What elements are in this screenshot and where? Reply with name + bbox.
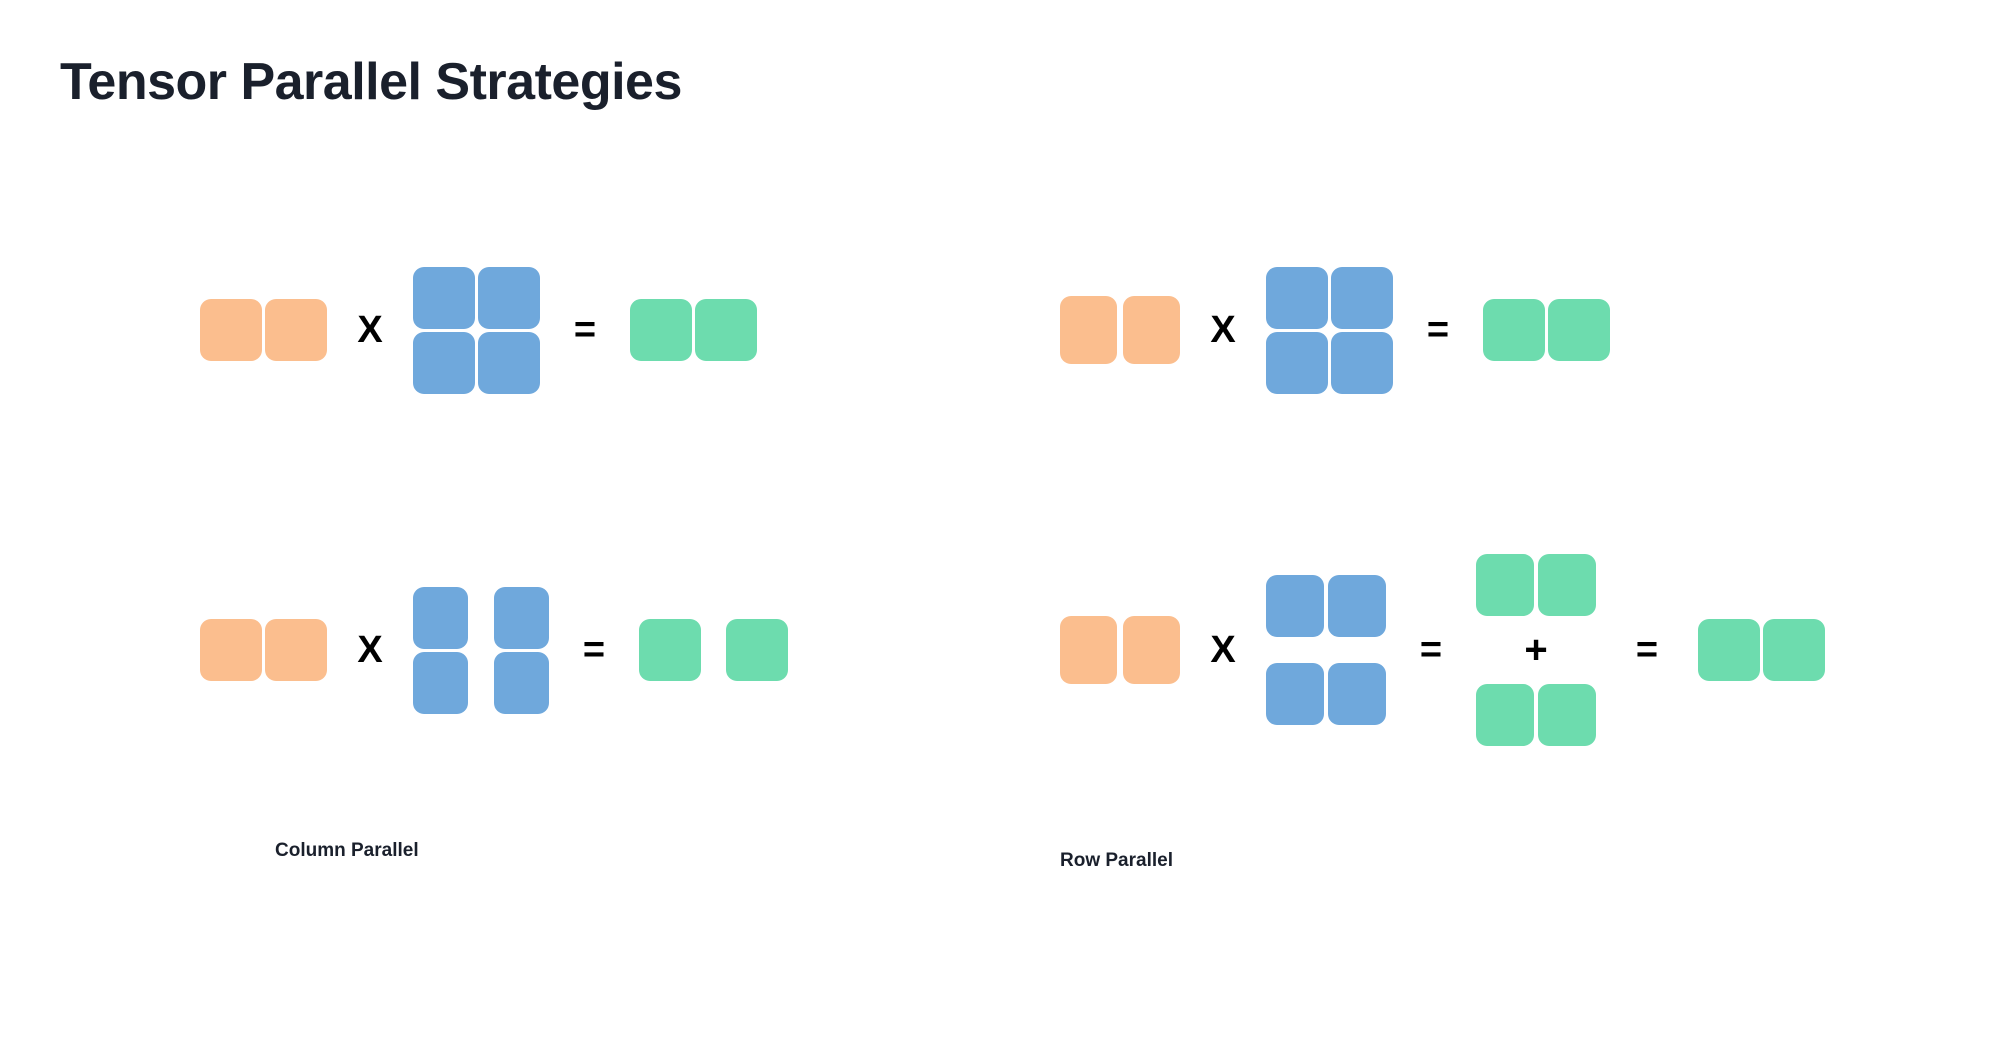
matrix-row <box>1483 299 1610 361</box>
matrix-row <box>1698 619 1825 681</box>
matrix-cell-orange <box>1123 616 1180 684</box>
matrix-row <box>1476 554 1596 616</box>
matrix-output-activations <box>630 299 757 361</box>
matrix-cell-green <box>1763 619 1825 681</box>
operator-equals: = <box>1635 629 1659 671</box>
matrix-cell-orange <box>1060 616 1117 684</box>
operator-equals: = <box>1426 309 1450 351</box>
matrix-output-activations <box>1483 299 1610 361</box>
matrix-row <box>1266 663 1386 725</box>
operator-plus: + <box>1524 628 1548 672</box>
matrix-row <box>639 619 788 681</box>
matrix-cell-blue <box>1328 663 1386 725</box>
matrix-row <box>413 331 540 394</box>
matrix-cell-blue <box>413 651 468 714</box>
matrix-cell-orange <box>265 299 327 361</box>
matrix-cell-blue <box>413 586 468 649</box>
matrix-cell-blue <box>1331 331 1393 394</box>
equation-row-parallel-sharded: X = + <box>1060 554 1825 746</box>
matrix-row <box>413 266 540 329</box>
matrix-input-activations <box>200 619 327 681</box>
matrix-row <box>1060 616 1180 684</box>
matrix-cell-green <box>1476 554 1534 616</box>
matrix-cell-orange <box>1060 296 1117 364</box>
matrix-row <box>1476 684 1596 746</box>
matrix-cell-green <box>726 619 788 681</box>
matrix-cell-blue <box>478 266 540 329</box>
matrix-cell-blue <box>494 586 549 649</box>
matrix-row <box>1266 266 1393 329</box>
matrix-weight-matrix-row-split <box>1266 575 1386 725</box>
matrix-cell-blue <box>413 331 475 394</box>
matrix-cell-green <box>695 299 757 361</box>
matrix-row <box>1060 296 1180 364</box>
matrix-cell-green <box>630 299 692 361</box>
matrix-input-activations <box>1060 296 1180 364</box>
equation-row-parallel-reference: X = <box>1060 250 1610 410</box>
operator-multiply: X <box>357 309 383 351</box>
matrix-cell-blue <box>1266 663 1324 725</box>
matrix-row <box>200 619 327 681</box>
operator-multiply: X <box>1210 309 1236 351</box>
matrix-row <box>413 586 549 649</box>
caption-column-parallel: Column Parallel <box>275 840 419 861</box>
matrix-cell-orange <box>265 619 327 681</box>
matrix-partial-output <box>1476 554 1596 616</box>
equation-column-parallel-reference: X = <box>200 250 757 410</box>
matrix-cell-blue <box>1266 331 1328 394</box>
matrix-cell-green <box>1538 684 1596 746</box>
matrix-cell-blue <box>478 331 540 394</box>
matrix-input-activations-column-split <box>1060 616 1180 684</box>
matrix-row <box>1266 575 1386 637</box>
panel-column-parallel: X = X <box>120 170 940 930</box>
matrix-cell-green <box>1548 299 1610 361</box>
matrix-row <box>630 299 757 361</box>
operator-equals: = <box>1419 629 1443 671</box>
panel-row-parallel: X = X <box>1060 170 1960 930</box>
matrix-output-activations-column-split <box>639 619 788 681</box>
operator-multiply: X <box>1210 629 1236 671</box>
matrix-row <box>413 651 549 714</box>
matrix-cell-blue <box>1331 266 1393 329</box>
matrix-cell-green <box>639 619 701 681</box>
matrix-input-activations <box>200 299 327 361</box>
equation-column-parallel-sharded: X = <box>200 570 788 730</box>
matrix-partial-output <box>1476 684 1596 746</box>
matrix-cell-orange <box>200 299 262 361</box>
matrix-row <box>200 299 327 361</box>
matrix-cell-blue <box>1266 575 1324 637</box>
caption-row-parallel: Row Parallel <box>1060 850 1173 871</box>
matrix-row <box>1266 331 1393 394</box>
matrix-cell-green <box>1476 684 1534 746</box>
matrix-cell-green <box>1538 554 1596 616</box>
partial-sum-group: + <box>1476 554 1596 746</box>
matrix-cell-blue <box>494 651 549 714</box>
matrix-cell-blue <box>1328 575 1386 637</box>
matrix-cell-blue <box>1266 266 1328 329</box>
matrix-cell-blue <box>413 266 475 329</box>
matrix-weight-matrix-column-split <box>413 586 549 714</box>
operator-multiply: X <box>357 629 383 671</box>
matrix-reduced-output <box>1698 619 1825 681</box>
matrix-cell-green <box>1483 299 1545 361</box>
matrix-cell-orange <box>1123 296 1180 364</box>
operator-equals: = <box>582 629 606 671</box>
operator-equals: = <box>573 309 597 351</box>
matrix-cell-green <box>1698 619 1760 681</box>
matrix-weight-matrix <box>413 266 540 394</box>
page-title: Tensor Parallel Strategies <box>60 53 682 111</box>
matrix-cell-orange <box>200 619 262 681</box>
matrix-weight-matrix <box>1266 266 1393 394</box>
